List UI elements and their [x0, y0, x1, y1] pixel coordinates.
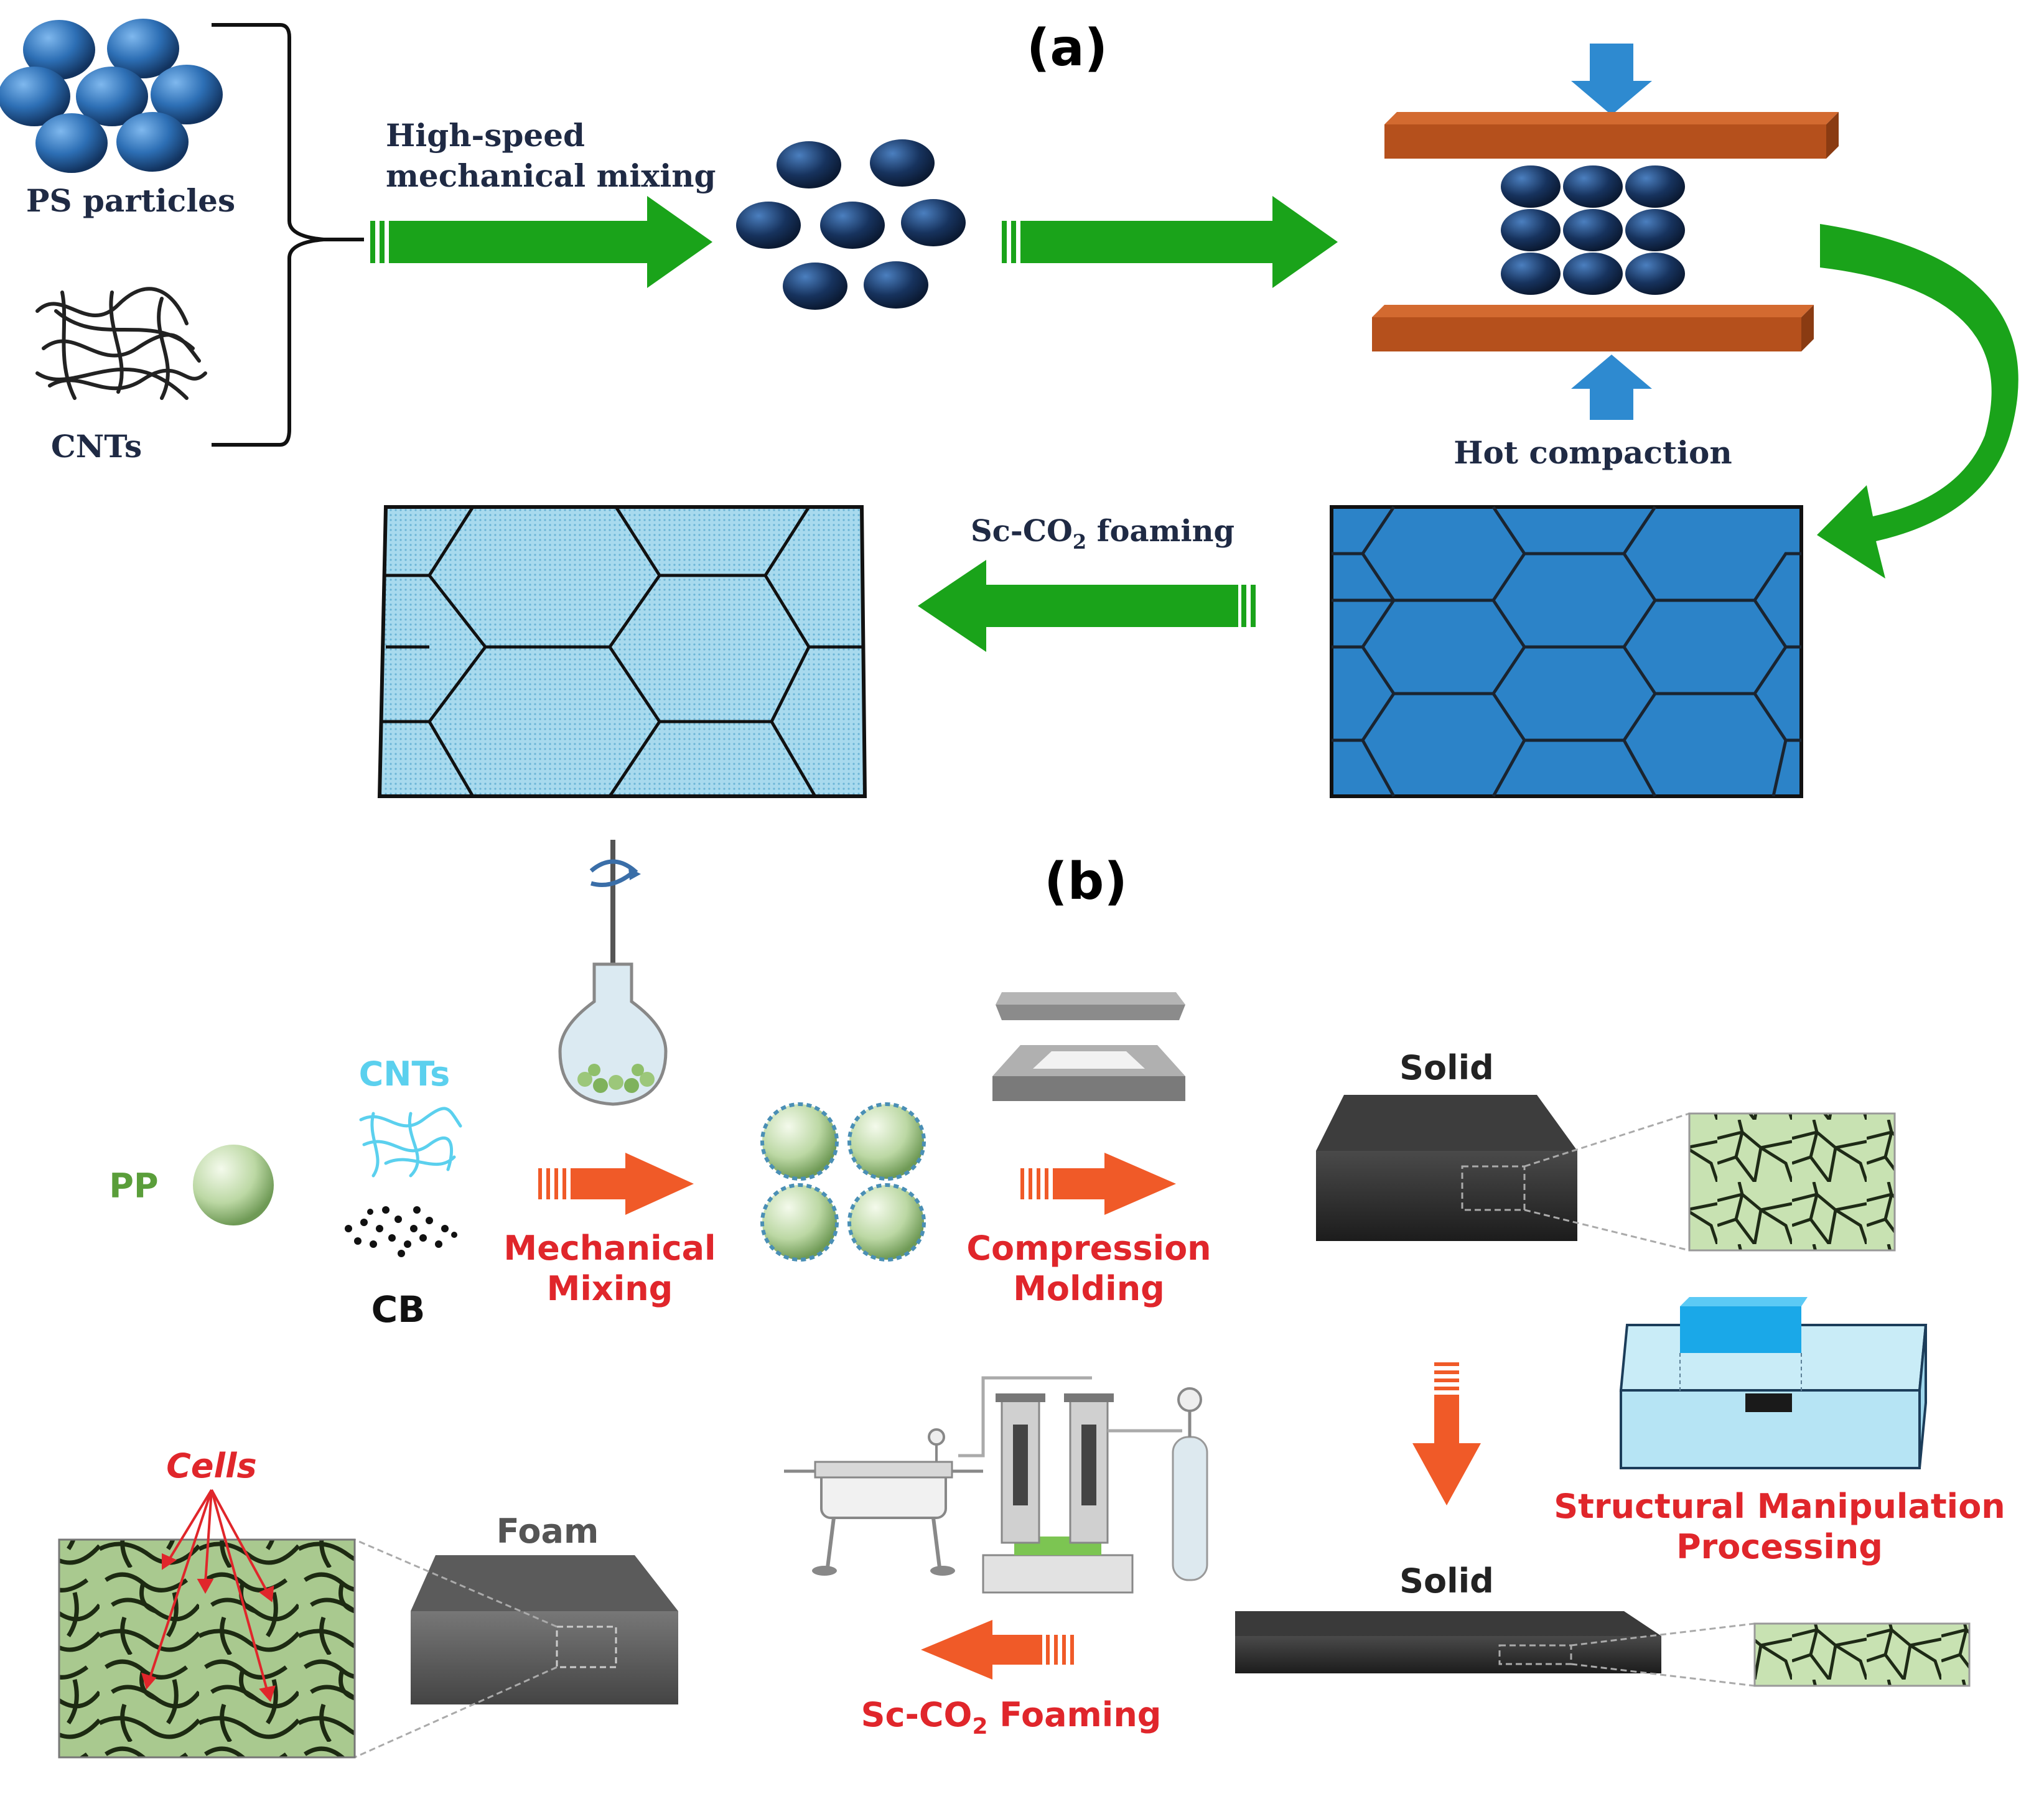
grouping-bracket — [212, 23, 364, 447]
structural-manipulation-line2: Processing — [1676, 1527, 1883, 1566]
compression-molding-line2: Molding — [1013, 1269, 1165, 1308]
cells-label: Cells — [166, 1446, 256, 1486]
foaming-apparatus — [784, 1376, 1208, 1594]
hot-compaction-label: Hot compaction — [1454, 434, 1732, 471]
mixing-label-line1: High-speed — [386, 117, 585, 154]
mechanical-mixing-line1: Mechanical — [503, 1229, 716, 1268]
structural-manipulation-line1: Structural Manipulation — [1554, 1487, 2005, 1526]
sc-co2-foaming-label-a: Sc-CO2 foaming — [971, 514, 1234, 554]
solid-microstructure-top — [1688, 1112, 1896, 1252]
solid-block-top — [1316, 1095, 1690, 1252]
mixing-flask — [558, 840, 668, 1106]
orange-arrow-mixing — [538, 1153, 694, 1215]
green-arrow-to-press — [1002, 196, 1338, 288]
mixing-label-line2: mechanical mixing — [386, 157, 716, 194]
compacted-blue-block — [1330, 505, 1803, 798]
cb-label: CB — [371, 1288, 426, 1331]
solid-label-top: Solid — [1399, 1048, 1494, 1087]
structural-tank — [1619, 1297, 1928, 1469]
foam-block — [354, 1538, 678, 1759]
cnts-fiber-cluster — [359, 1107, 462, 1178]
cnts-label-a: CNTs — [51, 428, 142, 465]
orange-arrow-foaming — [921, 1620, 1074, 1680]
compression-molding-line1: Compression — [966, 1229, 1211, 1268]
cnts-label-b: CNTs — [359, 1054, 450, 1094]
compression-mold — [992, 992, 1185, 1101]
cells-pointer-arrows — [141, 1489, 276, 1703]
mechanical-mixing-line2: Mixing — [547, 1269, 673, 1308]
green-arrow-foaming — [918, 560, 1256, 652]
green-arrow-mixing — [370, 196, 712, 288]
orange-arrow-down — [1412, 1362, 1481, 1505]
panel-b-label: (b) — [1044, 852, 1127, 911]
panel-a-label: (a) — [1027, 19, 1108, 78]
ps-particles-label: PS particles — [26, 182, 235, 219]
coated-pp-spheres — [760, 1102, 926, 1262]
solid-microstructure-bottom — [1753, 1622, 1971, 1687]
sc-co2-foaming-label-b: Sc-CO2 Foaming — [861, 1695, 1162, 1739]
ps-particles-cluster — [0, 19, 223, 173]
coated-ps-particles — [736, 139, 966, 310]
cnts-tangle — [35, 287, 207, 400]
solid-label-bottom: Solid — [1399, 1561, 1494, 1601]
cb-particles — [345, 1206, 457, 1257]
solid-thin-block — [1235, 1611, 1755, 1687]
orange-arrow-compression — [1020, 1153, 1176, 1215]
hot-press — [1372, 44, 1839, 420]
pp-sphere — [193, 1145, 274, 1225]
foam-label: Foam — [497, 1512, 599, 1551]
foamed-light-block — [377, 505, 867, 798]
curved-green-arrow — [1817, 224, 2018, 579]
pp-label: PP — [109, 1166, 158, 1206]
